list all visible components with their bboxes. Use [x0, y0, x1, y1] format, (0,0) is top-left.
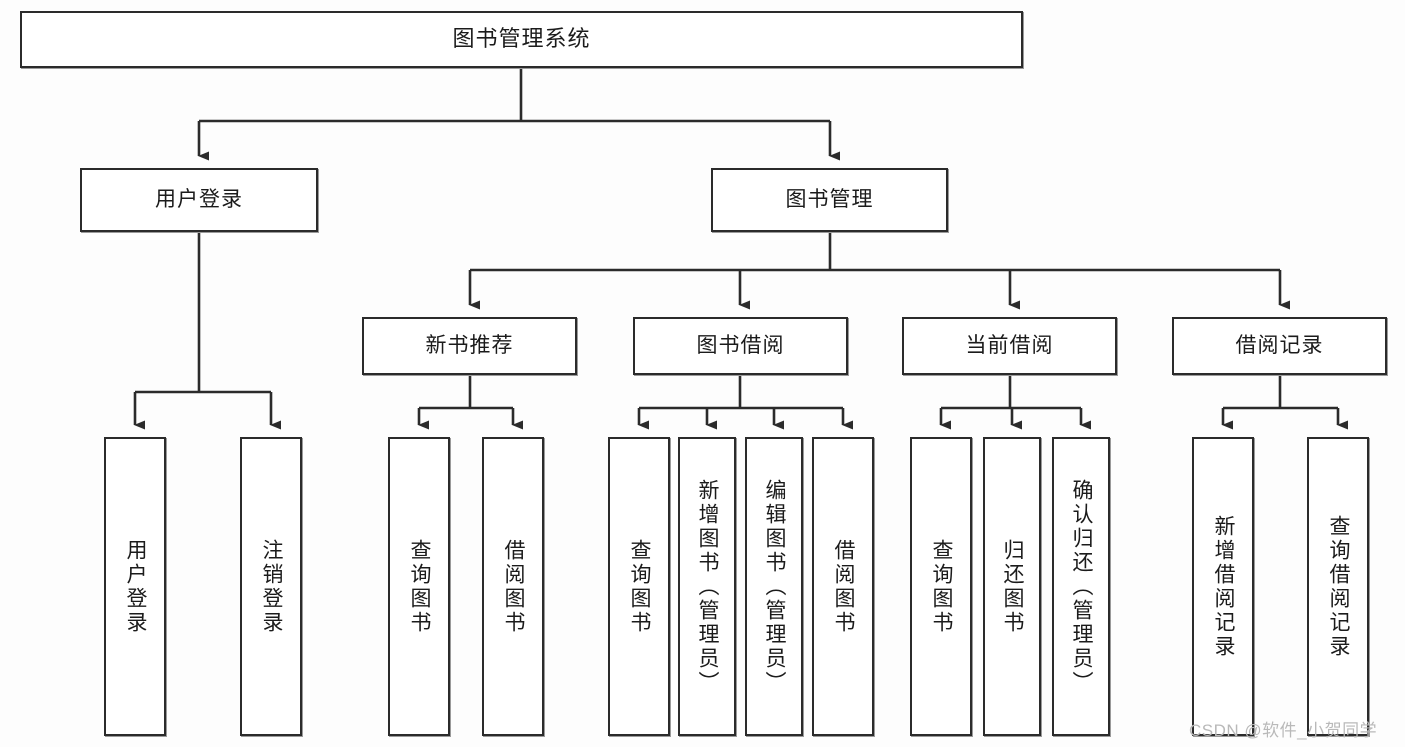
leaf-borrow-book-recommend-label: 借阅图书: [502, 538, 526, 635]
node-book-management-label: 图书管理: [785, 188, 874, 212]
leaf-user-login-label: 用户登录: [124, 538, 148, 635]
leaf-add-borrow-record-label: 新增借阅记录: [1212, 514, 1236, 659]
leaf-return-book[interactable]: 归还图书: [983, 437, 1041, 736]
leaf-edit-book-admin[interactable]: 编辑图书（管理员）: [745, 437, 803, 736]
node-current-borrow[interactable]: 当前借阅: [902, 317, 1117, 375]
node-book-management[interactable]: 图书管理: [711, 168, 948, 232]
leaf-query-borrow-record-label: 查询借阅记录: [1327, 514, 1351, 659]
node-new-book-recommend[interactable]: 新书推荐: [362, 317, 577, 375]
leaf-return-book-label: 归还图书: [1001, 538, 1025, 635]
leaf-query-book-recommend-label: 查询图书: [408, 538, 432, 635]
leaf-borrow-book[interactable]: 借阅图书: [812, 437, 874, 736]
node-root[interactable]: 图书管理系统: [20, 11, 1023, 68]
leaf-query-book-borrow[interactable]: 查询图书: [608, 437, 670, 736]
node-root-label: 图书管理系统: [452, 26, 591, 52]
leaf-logout-label: 注销登录: [260, 538, 284, 635]
leaf-borrow-book-label: 借阅图书: [832, 538, 856, 635]
leaf-add-borrow-record[interactable]: 新增借阅记录: [1192, 437, 1254, 736]
leaf-confirm-return-admin[interactable]: 确认归还（管理员）: [1052, 437, 1110, 736]
leaf-query-book-borrow-label: 查询图书: [628, 538, 652, 635]
leaf-borrow-book-recommend[interactable]: 借阅图书: [482, 437, 544, 736]
csdn-watermark: CSDN @软件_小贺同学: [1189, 721, 1378, 740]
node-current-borrow-label: 当前借阅: [965, 334, 1054, 358]
leaf-query-book-current[interactable]: 查询图书: [910, 437, 972, 736]
node-book-borrow[interactable]: 图书借阅: [633, 317, 848, 375]
leaf-logout[interactable]: 注销登录: [240, 437, 302, 736]
node-book-borrow-label: 图书借阅: [696, 334, 785, 358]
node-user-login[interactable]: 用户登录: [80, 168, 318, 232]
leaf-add-book-admin-label: 新增图书（管理员）: [696, 478, 720, 695]
node-borrow-record[interactable]: 借阅记录: [1172, 317, 1387, 375]
leaf-query-book-current-label: 查询图书: [930, 538, 954, 635]
leaf-user-login[interactable]: 用户登录: [104, 437, 166, 736]
leaf-query-book-recommend[interactable]: 查询图书: [388, 437, 450, 736]
node-new-book-recommend-label: 新书推荐: [425, 334, 514, 358]
leaf-confirm-return-admin-label: 确认归还（管理员）: [1070, 478, 1094, 695]
leaf-query-borrow-record[interactable]: 查询借阅记录: [1307, 437, 1369, 736]
node-borrow-record-label: 借阅记录: [1235, 334, 1324, 358]
leaf-edit-book-admin-label: 编辑图书（管理员）: [763, 478, 787, 695]
node-user-login-label: 用户登录: [155, 188, 243, 212]
leaf-add-book-admin[interactable]: 新增图书（管理员）: [678, 437, 736, 736]
